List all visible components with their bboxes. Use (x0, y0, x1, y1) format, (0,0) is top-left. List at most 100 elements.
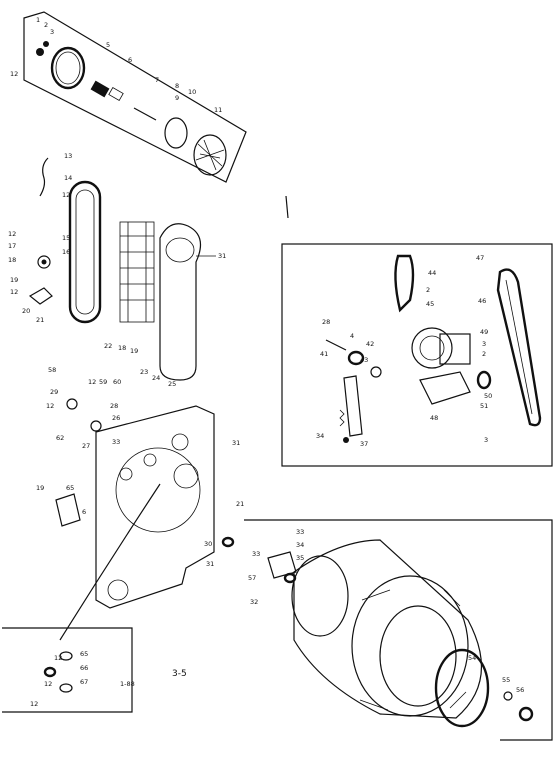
part-callout: 2 (426, 286, 430, 294)
rear-panel-hole (119, 467, 133, 481)
drum-front-rim (351, 575, 469, 717)
part-callout: 44 (428, 269, 436, 277)
part-callout: 5 (106, 41, 110, 49)
part-callout: 28 (322, 318, 330, 326)
motor-drive-belt (394, 254, 415, 313)
motor-pulley (476, 370, 492, 390)
part-callout: 19 (10, 276, 18, 284)
part-callout: 55 (502, 676, 510, 684)
part-callout: 20 (22, 307, 30, 315)
drive-motor-end (419, 335, 445, 361)
part-callout: 31 (218, 252, 226, 260)
inset-left-group (2, 627, 133, 713)
part-callout: 67 (80, 678, 88, 686)
idler-wheel (347, 350, 365, 366)
part-callout: 59 (99, 378, 107, 386)
part-callout: 65 (66, 484, 74, 492)
callout-layer: 1231256789101113141212171815161912202122… (8, 16, 524, 708)
screw-part (343, 437, 349, 443)
drum-assembly-group (244, 519, 553, 741)
part-callout: 54 (468, 654, 476, 662)
part-callout: 12 (30, 700, 38, 708)
part-callout: 1 (36, 16, 40, 24)
rod-part (325, 339, 347, 351)
part-callout: 45 (426, 300, 434, 308)
part-callout: 34 (316, 432, 324, 440)
part-callout: 31 (206, 560, 214, 568)
part-callout: 3 (484, 436, 488, 444)
page-label: 3-5 (172, 669, 187, 679)
part-callout: 62 (56, 434, 64, 442)
part-callout: 46 (478, 297, 486, 305)
bearing-washer (221, 536, 235, 548)
part-callout: 57 (248, 574, 256, 582)
part-callout: 33 (112, 438, 120, 446)
part-callout: 15 (62, 234, 70, 242)
motor-mount-bracket (419, 371, 471, 405)
spring-part (339, 409, 345, 427)
part-callout: 19 (130, 347, 138, 355)
part-callout: 12 (62, 191, 70, 199)
part-callout: 27 (82, 442, 90, 450)
part-callout: 26 (112, 414, 120, 422)
drum-roller (518, 706, 534, 722)
drive-motor (411, 327, 453, 369)
wiring-harness (59, 483, 161, 641)
drum-roller-small (503, 691, 513, 701)
drum-baffles (359, 589, 467, 711)
part-callout: 3 (482, 340, 486, 348)
part-callout: 65 (80, 650, 88, 658)
bolt-part (43, 41, 49, 47)
terminal-part (59, 651, 73, 661)
part-callout: 66 (80, 664, 88, 672)
exhaust-duct-opening (165, 237, 195, 263)
part-callout: 32 (250, 598, 258, 606)
part-callout: 18 (118, 344, 126, 352)
part-callout: 6 (82, 508, 86, 516)
blower-wheel (193, 134, 227, 176)
drum-rear-rim (291, 555, 349, 637)
part-callout: 24 (152, 374, 160, 382)
tension-belt-long (496, 268, 542, 427)
drive-belt-loop (68, 180, 102, 324)
blower-assembly-group (23, 11, 247, 183)
part-callout: 21 (236, 500, 244, 508)
seal-ring (50, 46, 86, 90)
part-callout: 22 (104, 342, 112, 350)
part-callout: 14 (64, 174, 72, 182)
heater-element-coils (120, 222, 154, 322)
rear-panel-hole (143, 453, 157, 467)
blower-assembly-frame (23, 11, 247, 183)
part-callout: 9 (175, 94, 179, 102)
part-callout: 37 (360, 440, 368, 448)
idler-bracket (28, 287, 53, 305)
inset-left-frame (2, 627, 133, 713)
part-callout: 8 (175, 82, 179, 90)
part-callout: 28 (110, 402, 118, 410)
part-callout: 56 (516, 686, 524, 694)
blower-wheel-blades (195, 139, 225, 171)
drum-bearing-bracket (267, 551, 297, 579)
part-callout: 49 (480, 328, 488, 336)
part-callout: 58 (48, 366, 56, 374)
rear-panel-drum-hole (115, 447, 201, 533)
tension-belt-inner (505, 279, 533, 415)
drum-assembly-frame (244, 519, 553, 741)
blower-wheel-plate (164, 117, 188, 149)
rear-panel-hole (171, 433, 189, 451)
part-callout: 41 (320, 350, 328, 358)
part-callout: 12 (8, 230, 16, 238)
part-callout: 31 (232, 439, 240, 447)
drum-body (293, 539, 482, 719)
part-callout: 11 (214, 106, 222, 114)
bolt-part (36, 48, 44, 56)
part-callout: 7 (155, 76, 159, 84)
part-callout: 10 (188, 88, 196, 96)
part-callout: 35 (296, 554, 304, 562)
bracket-part (55, 493, 81, 527)
rear-panel-hole (107, 579, 129, 601)
bearing-part (108, 86, 124, 102)
part-callout: 12 (10, 288, 18, 296)
part-callout: 47 (476, 254, 484, 262)
part-callout: 43 (360, 356, 368, 364)
